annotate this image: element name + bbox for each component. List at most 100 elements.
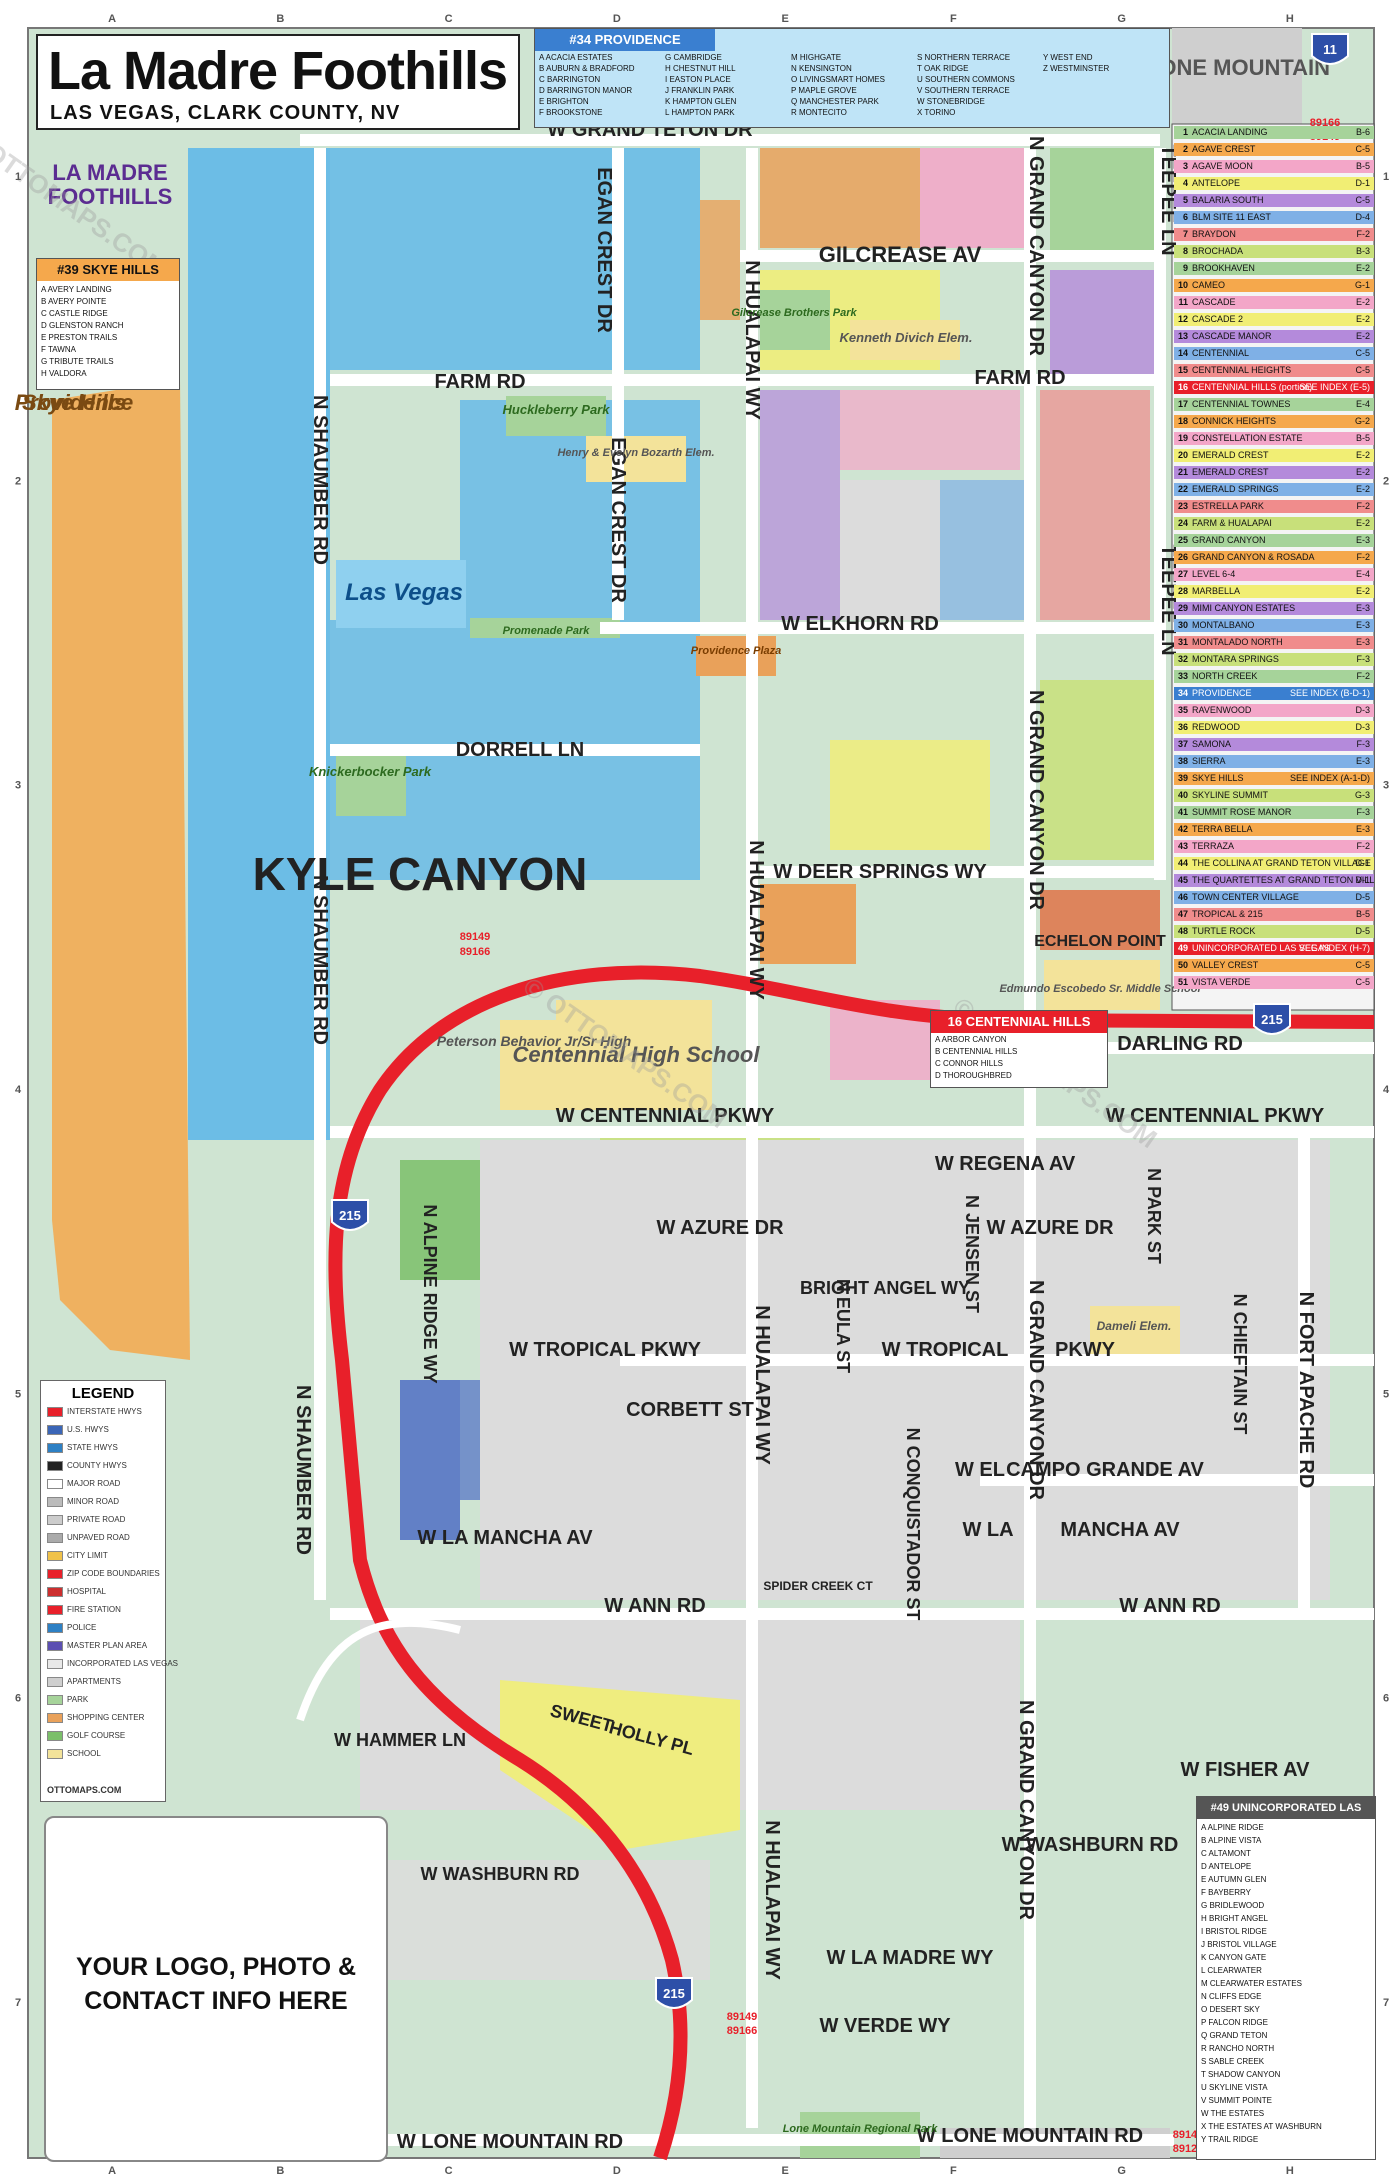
sub-index-entry: T OAK RIDGE: [917, 64, 969, 73]
grid-column-letter: E: [781, 2165, 788, 2177]
sub-index-entry: T SHADOW CANYON: [1201, 2070, 1281, 2079]
sub-index-entry: E AUTUMN GLEN: [1201, 1875, 1267, 1884]
sub-index-entry: G TRIBUTE TRAILS: [41, 357, 114, 366]
subdivision-ne-1: [760, 148, 920, 248]
index-entry-page: E-2: [1355, 314, 1370, 324]
interstate-shield-icon: [331, 1199, 369, 1231]
index-entry-page: B-5: [1355, 909, 1370, 919]
legend-item: MAJOR ROAD: [47, 1479, 120, 1489]
index-entry-page: D-1: [1355, 858, 1370, 868]
index-entry-number: 25: [1177, 535, 1188, 545]
index-entry-number: 39: [1177, 773, 1188, 783]
sub-index-entry: A ARBOR CANYON: [935, 1035, 1007, 1044]
sub-index-entry: N KENSINGTON: [791, 64, 852, 73]
grid-row-number: 6: [1383, 1693, 1389, 1705]
grid-column-letter: D: [613, 2165, 621, 2177]
sub-index-entry: A ACACIA ESTATES: [539, 53, 613, 62]
index-entry-number: 16: [1177, 382, 1188, 392]
grid-row-number: 3: [15, 780, 21, 792]
centennial-high-school: [556, 1000, 712, 1110]
street-label: N HUALAPAI WY: [745, 840, 767, 1000]
subdivision-e-7: [1040, 890, 1160, 950]
legend-swatch: [47, 1749, 63, 1759]
index-entry-number: 15: [1177, 365, 1188, 375]
zip-label: 89166: [460, 946, 491, 958]
index-entry-number: 13: [1177, 331, 1188, 341]
zip-label: 89149: [727, 2011, 758, 2023]
legend-swatch: [47, 1623, 63, 1633]
logo-line-1: YOUR LOGO, PHOTO &: [75, 1953, 357, 1981]
index-entry-name: ESTRELLA PARK: [1192, 501, 1264, 511]
legend-swatch: [47, 1443, 63, 1453]
index-entry-name: TOWN CENTER VILLAGE: [1192, 892, 1299, 902]
index-entry-page: F-2: [1356, 501, 1371, 511]
index-entry-number: 3: [1182, 161, 1188, 171]
index-entry-number: 14: [1177, 348, 1188, 358]
sub-index-entry: O LIVINGSMART HOMES: [791, 75, 885, 84]
legend-item: MINOR ROAD: [47, 1497, 119, 1507]
legend-swatch: [47, 1479, 63, 1489]
index-entry-page: C-5: [1355, 348, 1370, 358]
grid-column-letter: C: [445, 13, 453, 25]
unincorporated-index: #49 UNINCORPORATED LAS VEGAS A ALPINE RI…: [1196, 1796, 1376, 2160]
bozarth-elem: [586, 436, 686, 482]
legend-label: POLICE: [67, 1623, 97, 1633]
promenade-park: [470, 618, 620, 638]
legend-swatch: [47, 1515, 63, 1525]
index-entry-name: GRAND CANYON & ROSADA: [1192, 552, 1315, 562]
i215-ramp: [296, 1618, 461, 1722]
grid-row-number: 2: [15, 475, 21, 487]
providence-area-north: [330, 148, 700, 370]
legend-item: COUNTY HWYS: [47, 1461, 127, 1471]
index-entry-number: 50: [1177, 960, 1188, 970]
divich-elem: [850, 320, 960, 360]
area-label: Las Vegas: [345, 579, 463, 606]
providence-plaza: [696, 636, 776, 676]
index-entry-page: F-2: [1356, 841, 1371, 851]
index-entry-page: E-2: [1355, 484, 1370, 494]
sub-index-entry: V SOUTHERN TERRACE: [917, 86, 1010, 95]
legend-swatch: [47, 1569, 63, 1579]
street-label: W VERDE WY: [819, 2015, 951, 2037]
legend-label: PRIVATE ROAD: [67, 1515, 126, 1525]
sub-index-entry: C CASTLE RIDGE: [41, 309, 108, 318]
index-entry: 15 CENTENNIAL HEIGHTS C-5: [1174, 364, 1374, 377]
index-entry-page: E-3: [1355, 603, 1370, 613]
subdivision-e-2: [840, 390, 1020, 470]
legend-label: MAJOR ROAD: [67, 1479, 121, 1489]
shield-label: 215: [1261, 1012, 1283, 1027]
index-entry-page: D-5: [1355, 926, 1370, 936]
index-entry-number: 36: [1177, 722, 1188, 732]
index-entry-page: G-3: [1354, 790, 1370, 800]
sub-index-entry: H VALDORA: [41, 369, 87, 378]
index-entry-name: CENTENNIAL TOWNES: [1192, 399, 1291, 409]
area-label: Lone Mountain Regional Park: [783, 2123, 939, 2135]
area-label: Kenneth Divich Elem.: [840, 330, 973, 345]
index-entry-name: CAMEO: [1192, 280, 1226, 290]
legend-label: FIRE STATION: [67, 1605, 121, 1615]
index-entry-name: VALLEY CREST: [1192, 960, 1259, 970]
index-entry-page: C-5: [1355, 365, 1370, 375]
street-label: W HAMMER LN: [334, 1730, 466, 1750]
index-entry-name: CENTENNIAL HEIGHTS: [1192, 365, 1292, 375]
index-entry-number: 35: [1177, 705, 1188, 715]
index-entry-number: 19: [1177, 433, 1188, 443]
street-label: W LA MADRE WY: [826, 1947, 994, 1969]
street-label: W ELKHORN RD: [781, 613, 939, 635]
major-roads: [300, 134, 1374, 2146]
index-entry-number: 27: [1177, 569, 1188, 579]
sub-index-entry: A ALPINE RIDGE: [1201, 1823, 1264, 1832]
street-label: N GRAND CANYON DR: [1025, 136, 1047, 357]
